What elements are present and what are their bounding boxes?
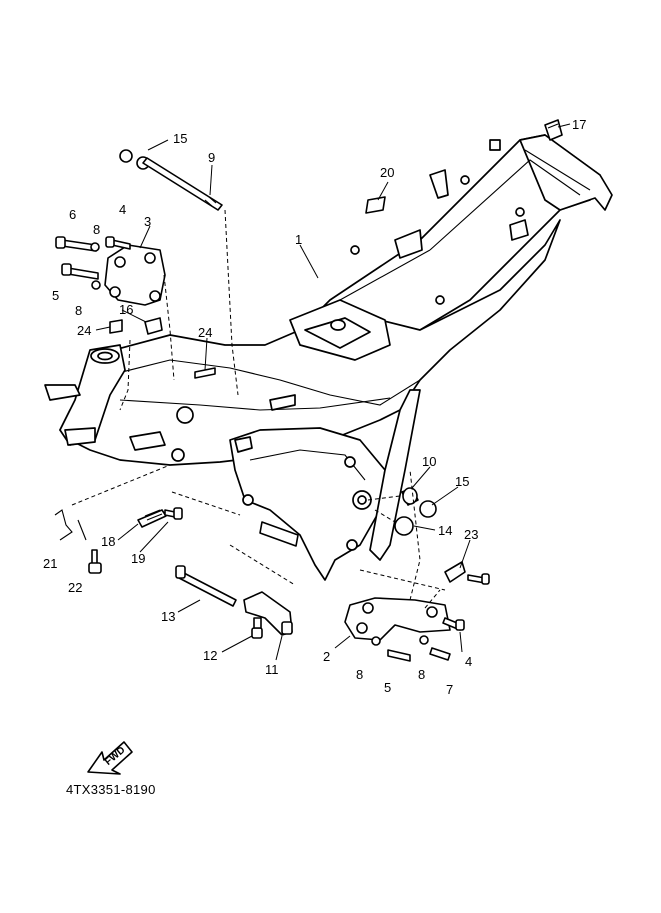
fwd-arrow-icon: FWD [87,741,133,775]
engine-bracket-3 [104,244,166,306]
callout-4-top: 4 [119,202,126,217]
callout-11: 11 [265,662,279,677]
spacer-collar [259,521,299,547]
drawing-code: 4TX3351-8190 [66,782,156,797]
main-frame [44,134,613,581]
damper-10 [401,487,419,506]
callout-10: 10 [422,454,436,469]
callout-8-bottom-a: 8 [356,667,363,682]
label-24-center [194,367,216,379]
callout-1: 1 [295,232,302,247]
callout-6: 6 [69,207,76,222]
bolt-19 [164,507,183,520]
callout-21: 21 [43,556,57,571]
bolt-5-left [61,263,99,280]
callout-23: 23 [464,527,478,542]
callout-7: 7 [446,682,453,697]
plate-16 [144,317,163,335]
callout-20: 20 [380,165,394,180]
callout-8-lower: 8 [75,303,82,318]
bolt-7 [429,647,451,661]
callout-24-center: 24 [198,325,212,340]
callout-13: 13 [161,609,175,624]
bolt-4-bottom [442,617,465,631]
cap-14 [394,516,414,536]
label-24-left [109,319,123,334]
callout-24-left: 24 [77,323,91,338]
bracket-11 [243,591,293,636]
clip-17 [544,119,563,141]
collar-15-top [119,149,150,170]
plate-23 [444,561,490,585]
callout-15-top: 15 [173,131,187,146]
callout-17: 17 [572,117,586,132]
callout-4-bottom: 4 [465,654,472,669]
bolt-6 [55,236,97,252]
callout-2: 2 [323,649,330,664]
callout-5-bottom: 5 [384,680,391,695]
bolt-13 [175,565,237,607]
screw-22 [88,549,102,574]
damper-18 [137,509,167,528]
callout-18: 18 [101,534,115,549]
leader-lines [95,123,571,661]
bolt-5-bottom [387,649,411,662]
callout-9: 9 [208,150,215,165]
callout-16: 16 [119,302,133,317]
engine-bracket-2 [344,597,451,641]
clip-21 [54,509,87,541]
callout-22: 22 [68,580,82,595]
callout-numbers: 15 9 1 20 17 3 4 6 8 5 8 16 24 24 10 15 … [43,117,586,697]
callout-19: 19 [131,551,145,566]
callout-15-right: 15 [455,474,469,489]
callout-8-upper: 8 [93,222,100,237]
washers-8-bottom [371,635,429,646]
assembly-lines [71,209,446,609]
bolt-12 [251,617,263,639]
label-20 [365,196,386,214]
callout-12: 12 [203,648,217,663]
washers-8-left [90,242,101,290]
through-bolt-9 [142,157,223,211]
callout-14: 14 [438,523,452,538]
bolt-4-top [105,236,131,250]
callout-3: 3 [144,214,151,229]
callout-8-bottom-b: 8 [418,667,425,682]
callout-5-left: 5 [52,288,59,303]
